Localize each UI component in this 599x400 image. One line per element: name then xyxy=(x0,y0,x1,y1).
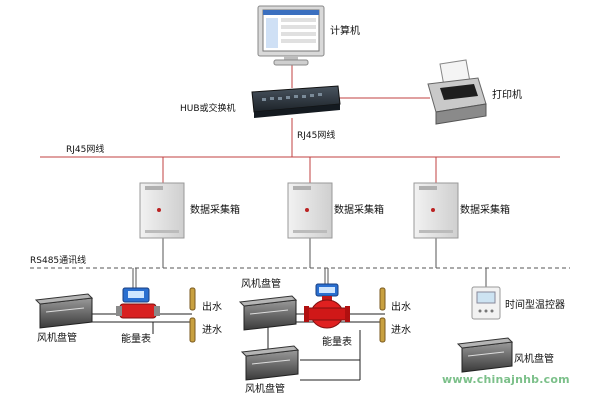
fan-coil-label-right: 风机盘管 xyxy=(514,354,554,365)
energy-meter-label-center: 能量表 xyxy=(322,337,352,348)
fan-coil-center-top xyxy=(238,295,298,331)
hub-switch-icon xyxy=(251,85,341,118)
rj45-left-label: RJ45网线 xyxy=(66,145,105,155)
energy-meter-label-left: 能量表 xyxy=(121,334,151,345)
printer-label: 打印机 xyxy=(492,90,522,101)
computer-icon xyxy=(257,5,325,66)
fan-coil-label-center-bottom: 风机盘管 xyxy=(245,384,285,395)
energy-meter-left-icon xyxy=(116,287,160,319)
temp-sensor-center-bottom xyxy=(379,317,386,343)
collector-label-1: 数据采集箱 xyxy=(190,205,240,216)
collector-box-3 xyxy=(413,182,459,239)
collector-box-2 xyxy=(287,182,333,239)
ethernet-wiring xyxy=(40,64,560,183)
energy-meter-center-icon xyxy=(304,283,350,329)
temp-sensor-left-top xyxy=(189,287,196,311)
thermostat-label: 时间型温控器 xyxy=(505,300,565,311)
inlet-label-center: 进水 xyxy=(391,325,411,336)
rs485-label: RS485通讯线 xyxy=(30,256,87,266)
fan-coil-label-center-top: 风机盘管 xyxy=(241,279,281,290)
temp-sensor-left-bottom xyxy=(189,317,196,343)
collector-box-1 xyxy=(139,182,185,239)
rs485-wiring xyxy=(30,238,570,290)
fan-coil-label-left: 风机盘管 xyxy=(37,333,77,344)
thermostat-icon xyxy=(471,286,501,320)
inlet-label-left: 进水 xyxy=(202,325,222,336)
fan-coil-left xyxy=(34,293,94,329)
watermark-text: www.chinajnhb.com xyxy=(442,373,570,386)
temp-sensor-center-top xyxy=(379,287,386,311)
rj45-center-label: RJ45网线 xyxy=(297,131,336,141)
printer-icon xyxy=(427,59,487,125)
hub-label: HUB或交换机 xyxy=(180,104,236,114)
computer-label: 计算机 xyxy=(330,26,360,37)
outlet-label-left: 出水 xyxy=(202,302,222,313)
fan-coil-center-bottom xyxy=(240,345,300,381)
outlet-label-center: 出水 xyxy=(391,302,411,313)
fan-coil-right xyxy=(456,337,514,373)
collector-label-2: 数据采集箱 xyxy=(334,205,384,216)
collector-label-3: 数据采集箱 xyxy=(460,205,510,216)
